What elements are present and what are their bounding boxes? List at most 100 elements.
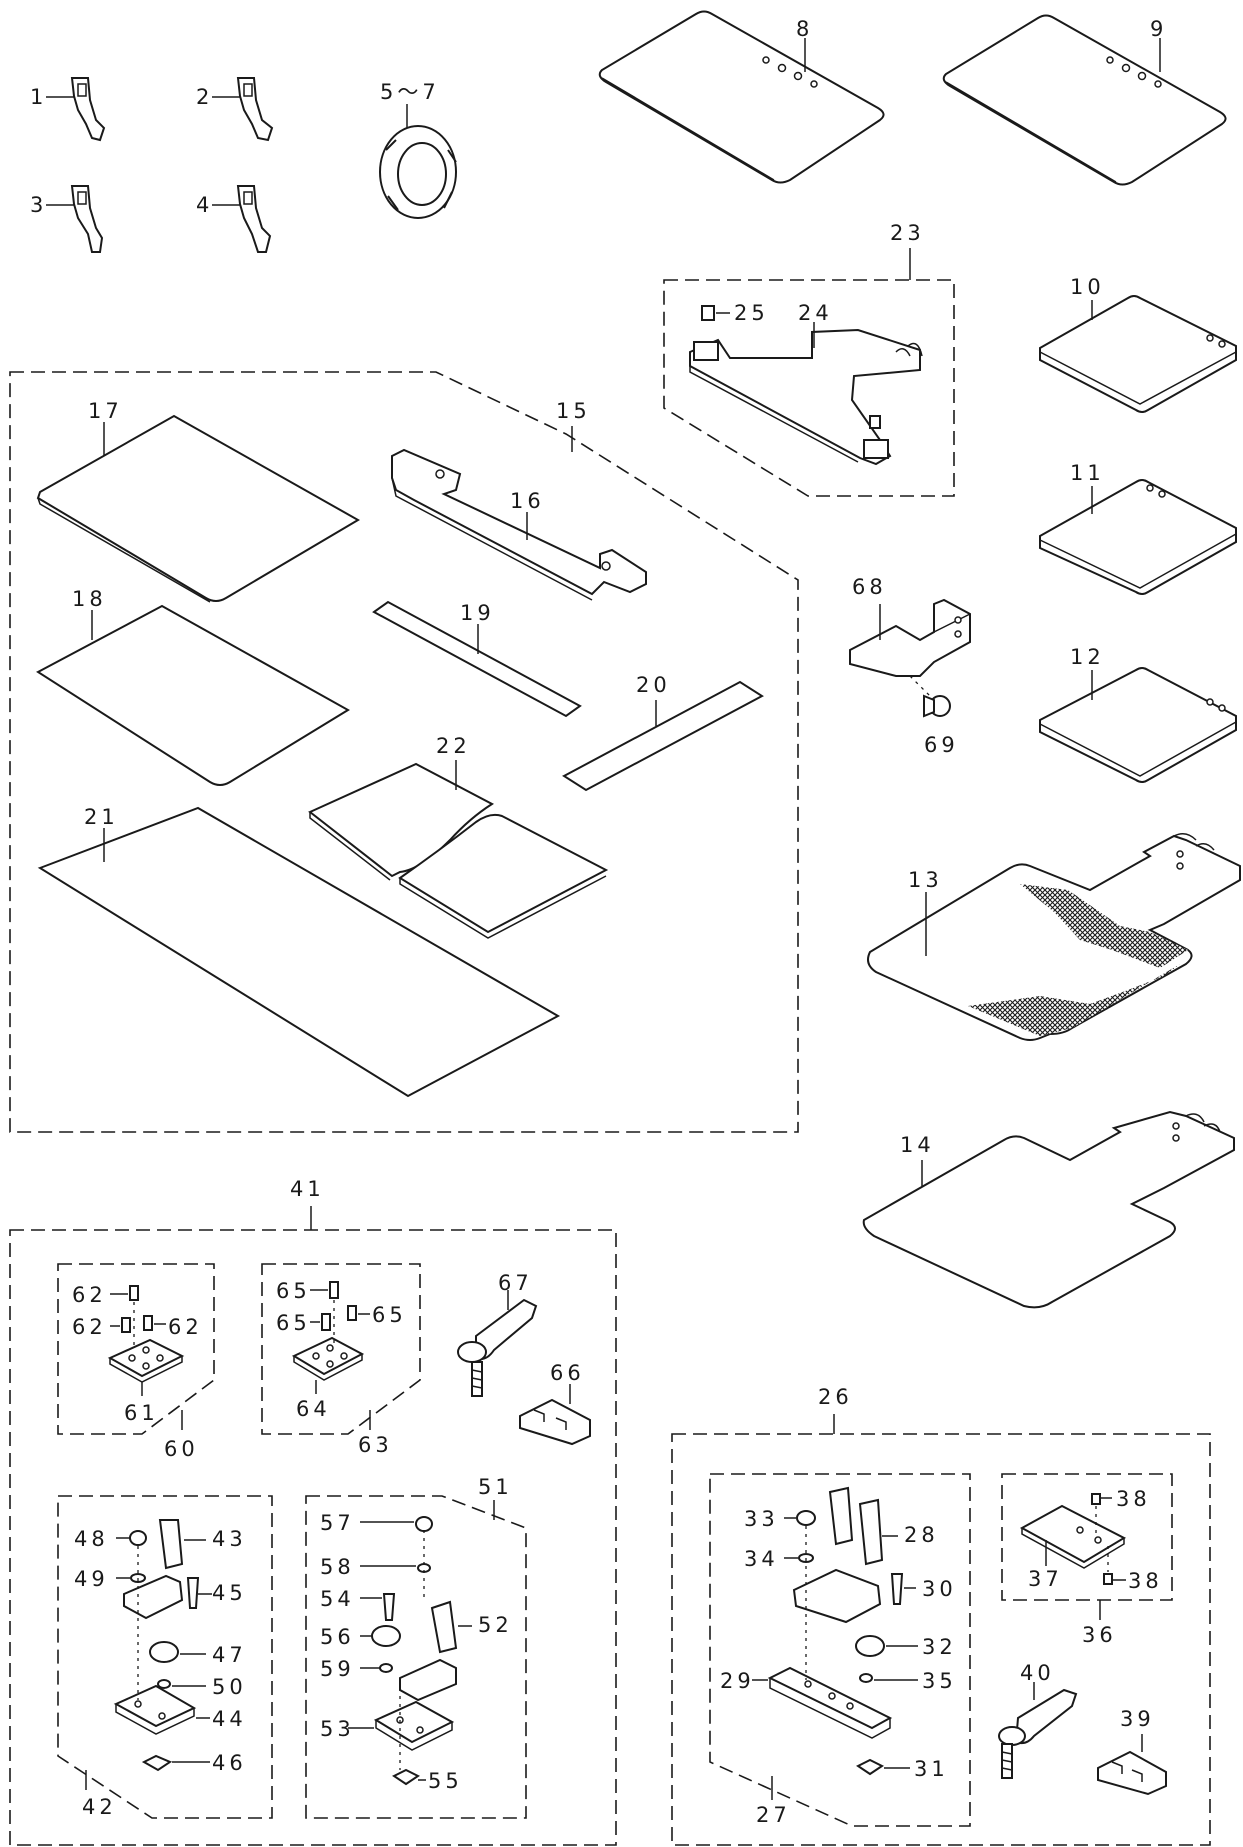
group-box-36: [1001, 1473, 1173, 1601]
sheet-18: [36, 604, 350, 786]
label-63: 63: [358, 1433, 393, 1457]
pins-65: [310, 1281, 370, 1346]
label-43: 43: [212, 1527, 247, 1551]
label-28: 28: [904, 1523, 939, 1547]
label-32: 32: [922, 1635, 957, 1659]
group-box-27: [709, 1473, 971, 1827]
group-box-26: [671, 1433, 1211, 1846]
label-69: 69: [924, 733, 959, 757]
base-53: [348, 1700, 455, 1751]
label-52: 52: [478, 1613, 513, 1637]
label-1: 1: [30, 85, 47, 109]
washer-59: [360, 1663, 393, 1673]
pins-62: [110, 1285, 166, 1348]
label-66: 66: [550, 1361, 585, 1385]
block-39: [1097, 1734, 1167, 1796]
label-65c: 65: [372, 1303, 407, 1327]
label-65b: 65: [276, 1311, 311, 1335]
block-66: [519, 1384, 591, 1446]
group-box-23: [663, 279, 955, 497]
label-53: 53: [320, 1717, 355, 1741]
presser-foot-1: [46, 77, 106, 142]
label-41: 41: [290, 1177, 325, 1201]
lever-40: [998, 1682, 1078, 1779]
bracket-43: [123, 1519, 206, 1620]
plate-12: [1039, 667, 1237, 783]
table-plate-8: [598, 10, 885, 184]
label-11: 11: [1070, 461, 1105, 485]
group-box-63: [261, 1263, 421, 1435]
label-31: 31: [914, 1757, 949, 1781]
label-27: 27: [756, 1803, 791, 1827]
presser-foot-3: [46, 185, 104, 253]
bracket-28: [792, 1486, 898, 1624]
label-51: 51: [478, 1475, 513, 1499]
strip-20: [562, 680, 764, 792]
label-23: 23: [890, 221, 925, 245]
label-54: 54: [320, 1587, 355, 1611]
group-box-42: [57, 1495, 273, 1819]
pad-46: [141, 1754, 210, 1772]
label-15: 15: [556, 399, 591, 423]
washer-34: [784, 1553, 814, 1563]
label-3: 3: [30, 193, 47, 217]
label-8: 8: [796, 17, 813, 41]
label-24: 24: [798, 301, 833, 325]
label-2: 2: [196, 85, 213, 109]
label-21: 21: [84, 805, 119, 829]
label-25: 25: [734, 301, 769, 325]
label-62c: 62: [168, 1315, 203, 1339]
screw-33: [784, 1510, 816, 1526]
label-38b: 38: [1128, 1569, 1163, 1593]
label-60: 60: [164, 1437, 199, 1461]
base-44: [113, 1684, 210, 1735]
bracket-24: [689, 322, 923, 466]
knob-56: [360, 1625, 401, 1647]
plate-14: [862, 1110, 1235, 1309]
label-61: 61: [124, 1401, 159, 1425]
label-40: 40: [1020, 1661, 1055, 1685]
label-45: 45: [212, 1581, 247, 1605]
label-4: 4: [196, 193, 213, 217]
label-58: 58: [320, 1555, 355, 1579]
label-22: 22: [436, 734, 471, 758]
screw-57: [360, 1516, 433, 1532]
screw-30: [890, 1573, 916, 1605]
plate-64: [291, 1336, 365, 1394]
label-62a: 62: [72, 1283, 107, 1307]
label-13: 13: [908, 868, 943, 892]
mesh-plate-13: [867, 833, 1241, 1041]
label-30: 30: [922, 1577, 957, 1601]
screw-24b: [869, 415, 881, 429]
label-35: 35: [922, 1669, 957, 1693]
label-38a: 38: [1116, 1487, 1151, 1511]
label-12: 12: [1070, 645, 1105, 669]
label-29: 29: [720, 1669, 755, 1693]
label-19: 19: [460, 601, 495, 625]
label-42: 42: [82, 1795, 117, 1819]
pad-55: [392, 1768, 426, 1786]
label-64: 64: [296, 1397, 331, 1421]
plate-61: [107, 1338, 185, 1396]
washer-49: [116, 1573, 146, 1583]
bracket-68: [849, 598, 971, 677]
label-33: 33: [744, 1507, 779, 1531]
label-55: 55: [428, 1769, 463, 1793]
sheets-22: [308, 760, 609, 939]
presser-foot-2: [212, 77, 274, 142]
label-5-7: 5～7: [380, 80, 440, 104]
pad-31: [856, 1758, 910, 1776]
plate-10: [1039, 295, 1237, 413]
bobbin-ring-5-7: [379, 104, 457, 219]
knob-47: [149, 1641, 206, 1663]
label-57: 57: [320, 1511, 355, 1535]
screw-25: [701, 305, 730, 321]
knob-32: [855, 1635, 918, 1657]
label-56: 56: [320, 1625, 355, 1649]
bracket-52: [399, 1600, 472, 1702]
label-65a: 65: [276, 1279, 311, 1303]
strip-19: [372, 600, 582, 718]
group-box-41: [9, 1229, 617, 1846]
label-17: 17: [88, 399, 123, 423]
